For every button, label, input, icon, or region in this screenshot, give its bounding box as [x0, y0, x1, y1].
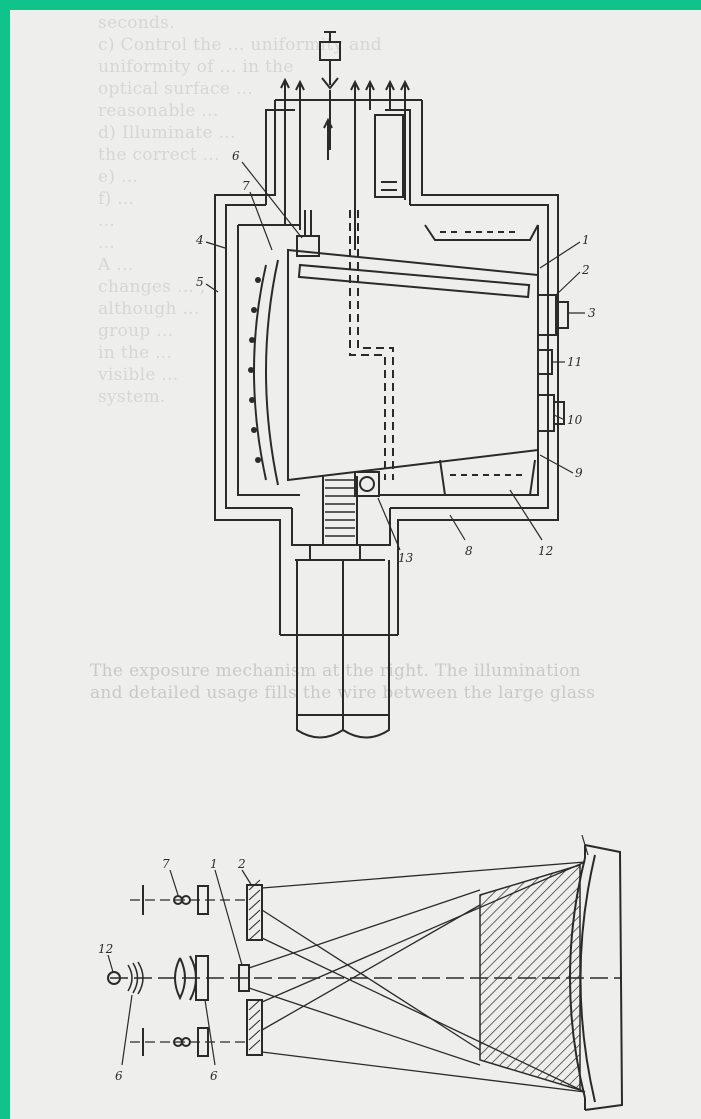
label-10: 10 [567, 413, 583, 427]
main-chamber [287, 248, 539, 482]
label-3: 3 [588, 306, 596, 320]
label-6-bottom-right: 6 [210, 1069, 218, 1083]
label-11: 11 [567, 355, 582, 369]
label-4: 4 [195, 233, 204, 247]
background-text-top: seconds. c) Control the ... uniformity a… [98, 13, 382, 407]
bottom-figure-labels: 7 1 2 12 6 6 [98, 857, 246, 1083]
label-7: 7 [242, 179, 250, 193]
optical-system-diagram [107, 834, 624, 1111]
label-7-bottom: 7 [162, 857, 170, 871]
top-fixture [319, 41, 341, 61]
diagram-canvas: 6 7 4 5 1 2 3 11 10 9 13 8 12 7 1 2 12 6… [98, 31, 624, 1111]
scanned-page: seconds. c) Control the ... uniformity a… [10, 10, 701, 1119]
label-1: 1 [582, 233, 590, 247]
label-2-bottom: 2 [237, 857, 246, 871]
exposure-chamber-cross-section [205, 31, 585, 739]
label-5: 5 [196, 275, 204, 289]
background-text-middle: The exposure mechanism at the right. The… [90, 661, 596, 703]
label-1-bottom: 1 [210, 857, 218, 871]
label-9: 9 [575, 466, 583, 480]
label-8: 8 [465, 544, 473, 558]
label-6: 6 [232, 149, 240, 163]
label-12-bottom: 12 [98, 942, 113, 956]
label-6-bottom-left: 6 [115, 1069, 123, 1083]
top-figure-labels: 6 7 4 5 1 2 3 11 10 9 13 8 12 [195, 149, 596, 565]
label-13: 13 [398, 551, 414, 565]
label-2: 2 [581, 263, 590, 277]
label-12: 12 [538, 544, 553, 558]
